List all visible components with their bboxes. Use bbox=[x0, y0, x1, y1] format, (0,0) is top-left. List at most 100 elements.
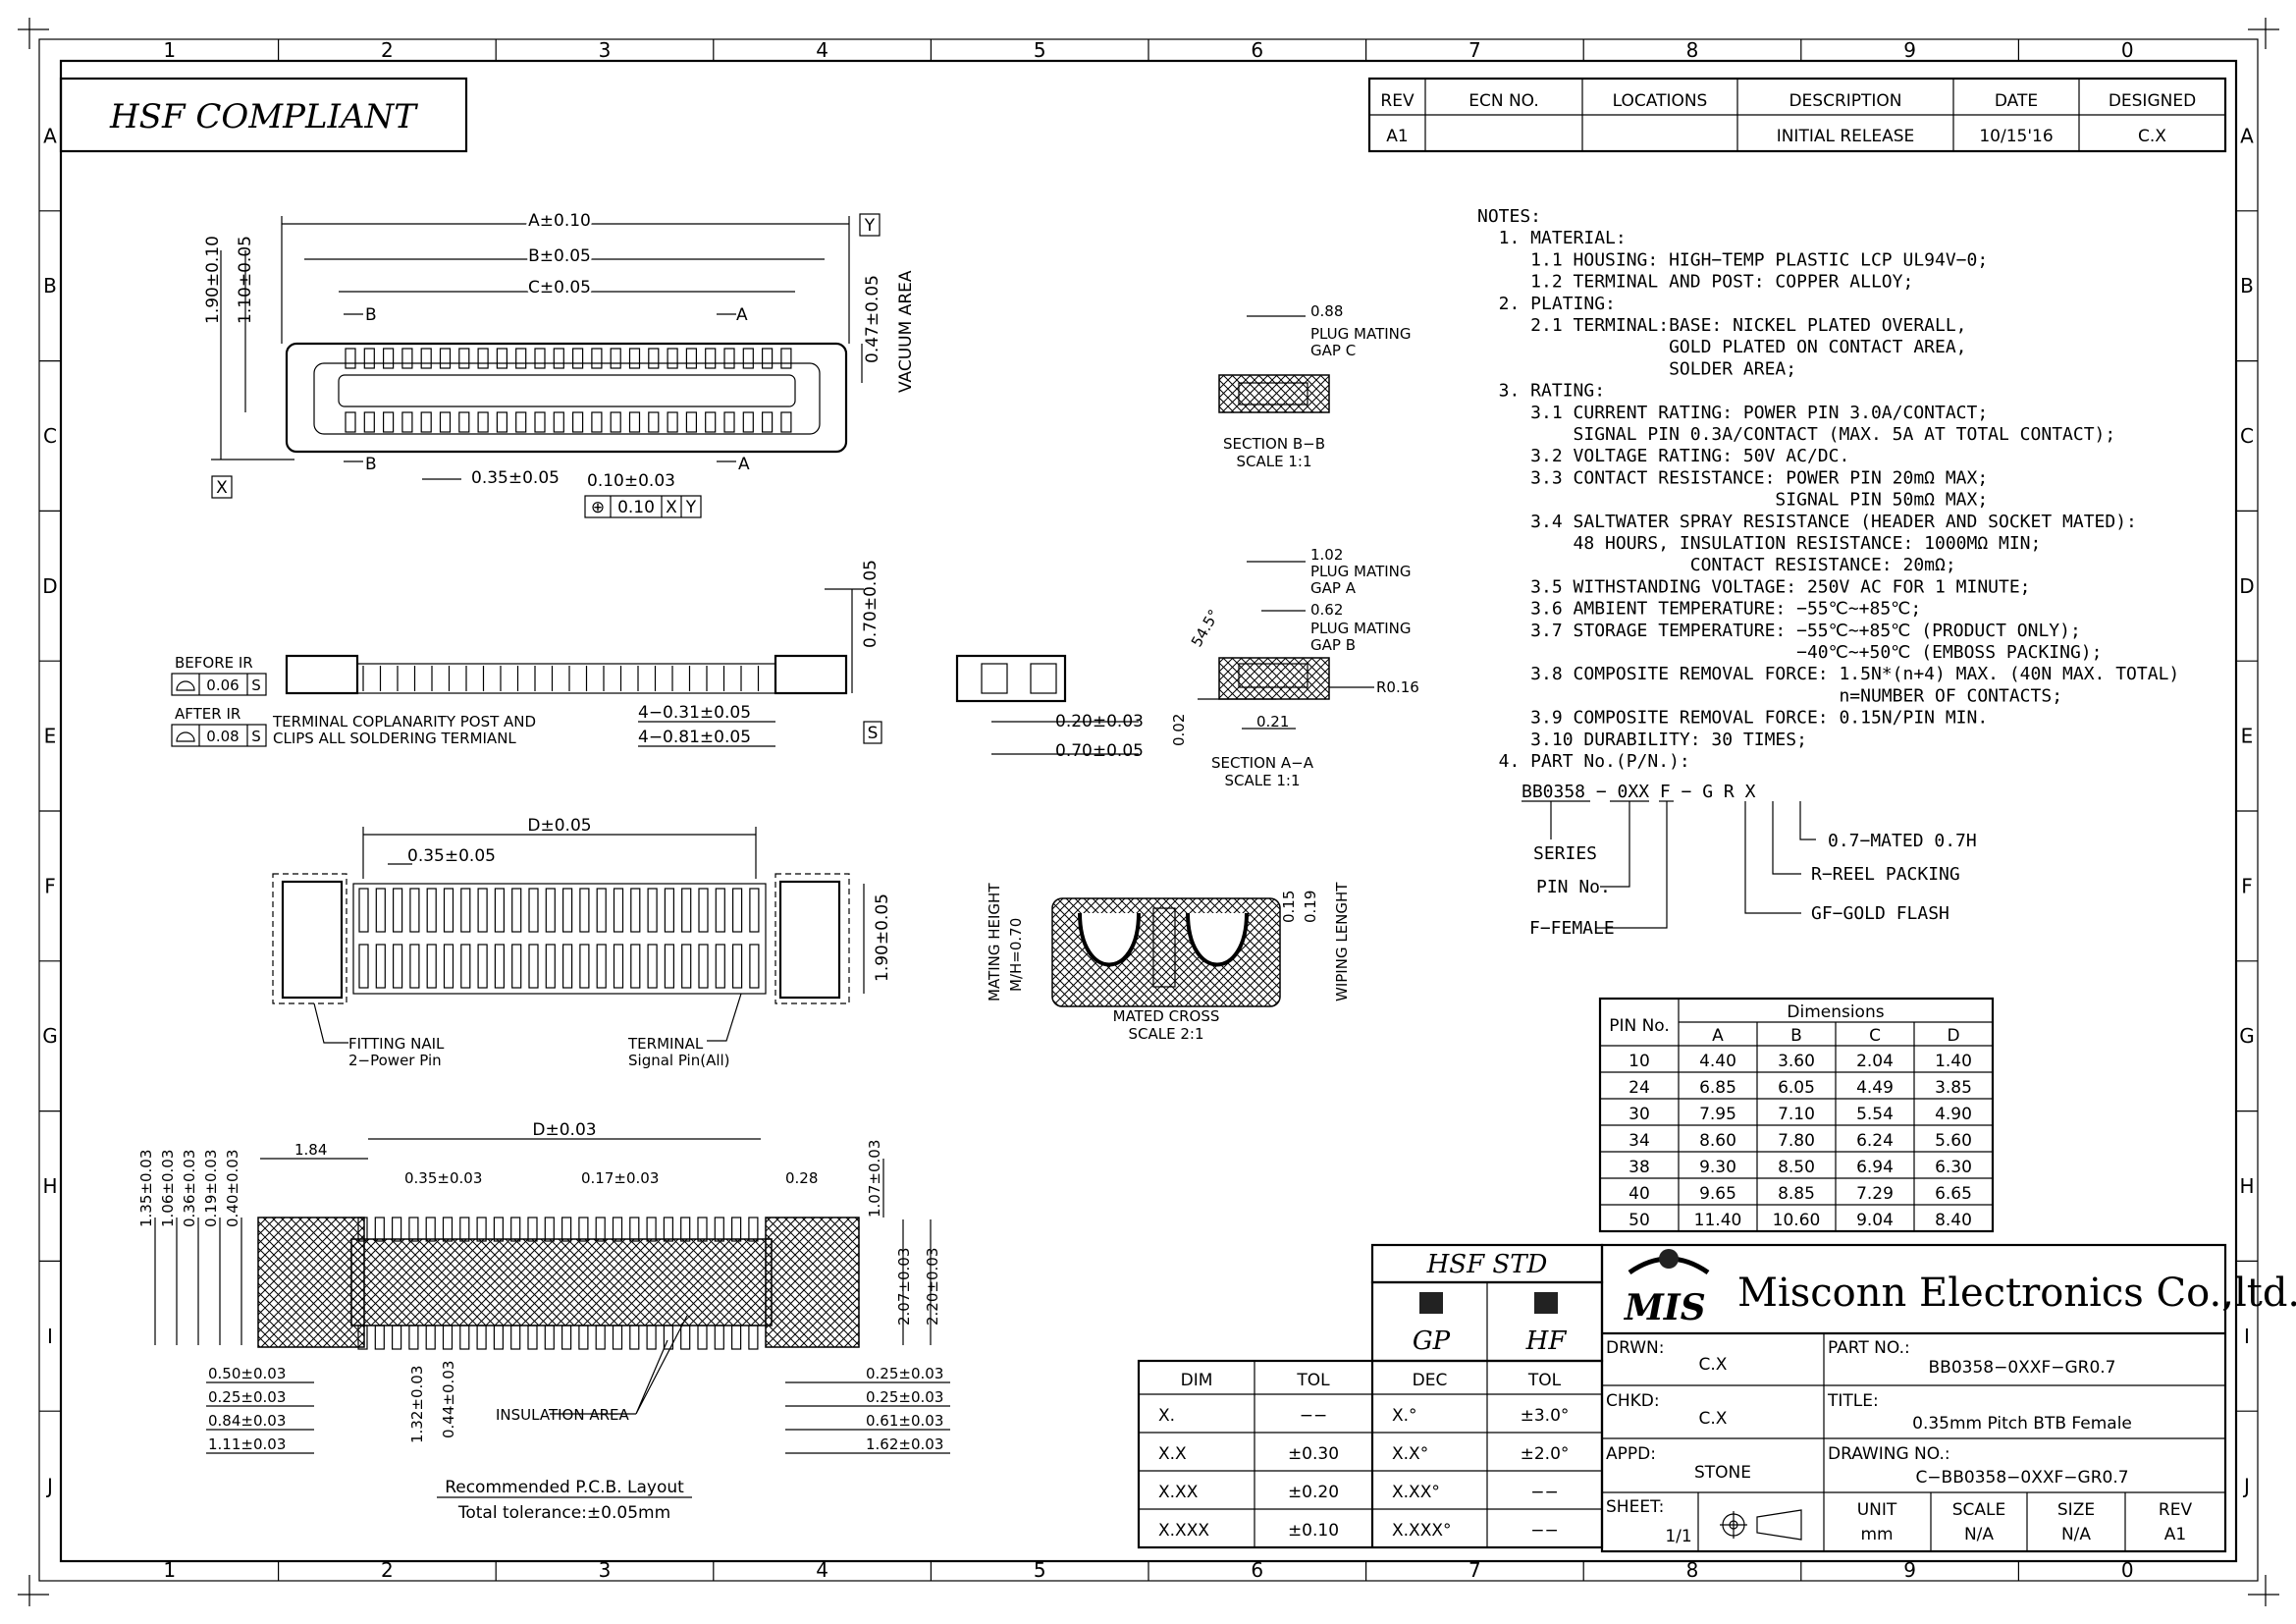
top-pin bbox=[591, 348, 603, 369]
rev-label: REV bbox=[2159, 1500, 2193, 1520]
bottom-pin bbox=[715, 888, 725, 933]
tol-cell: X.XX bbox=[1158, 1483, 1199, 1502]
title-block: MIS Misconn Electronics Co.,ltd. DRWN: C… bbox=[1600, 1243, 2296, 1553]
part-no-value: BB0358−0XXF−GR0.7 bbox=[1929, 1358, 2116, 1378]
note-line: 1.1 HOUSING: HIGH−TEMP PLASTIC LCP UL94V… bbox=[1477, 249, 1988, 270]
zone-col-bottom: 9 bbox=[1903, 1558, 1916, 1582]
top-pin bbox=[515, 411, 527, 433]
rev-row-cell: C.X bbox=[2138, 127, 2166, 146]
tol-cell: −− bbox=[1300, 1406, 1328, 1426]
section-b-marker-bottom: B bbox=[365, 455, 377, 474]
bottom-pin bbox=[596, 944, 607, 989]
pcb-pad bbox=[612, 1217, 623, 1242]
pcb-bottom-left-dim: 0.25±0.03 bbox=[208, 1388, 286, 1406]
note-line: 3.10 DURABILITY: 30 TIMES; bbox=[1477, 730, 1807, 750]
pcb-pad bbox=[578, 1217, 589, 1242]
bottom-pin bbox=[426, 888, 437, 933]
top-pin bbox=[628, 348, 641, 369]
pin-key: PIN No. bbox=[1536, 877, 1611, 897]
dim-4-081: 4−0.81±0.05 bbox=[638, 728, 751, 747]
pcb-pad bbox=[459, 1217, 470, 1242]
datum-s: S bbox=[868, 724, 879, 743]
pcb-left-dim: 0.40±0.03 bbox=[224, 1150, 241, 1227]
pcb-pad bbox=[442, 1217, 454, 1242]
bottom-pin bbox=[596, 888, 607, 933]
note-line: 3.9 COMPOSITE REMOVAL FORCE: 0.15N/PIN M… bbox=[1477, 708, 1988, 729]
fcf-value: 0.10 bbox=[617, 498, 655, 517]
dim-table-col-header: B bbox=[1790, 1026, 1802, 1046]
scale-value: N/A bbox=[1964, 1525, 1994, 1544]
company-logo: MIS bbox=[1623, 1249, 1710, 1328]
note-line: CONTACT RESISTANCE: 20mΩ; bbox=[1477, 555, 1956, 575]
dim-table-cell: 40 bbox=[1629, 1184, 1650, 1204]
top-pin bbox=[685, 348, 698, 369]
section-b-marker-top: B bbox=[365, 305, 377, 325]
dim-table-cell: 6.94 bbox=[1856, 1158, 1894, 1177]
dim-table-cell: 9.30 bbox=[1699, 1158, 1736, 1177]
note-line: SOLDER AREA; bbox=[1477, 358, 1796, 379]
bottom-pin bbox=[681, 944, 692, 989]
top-pin bbox=[496, 411, 507, 433]
pcb-pad bbox=[663, 1325, 674, 1350]
note-line: n=NUMBER OF CONTACTS; bbox=[1477, 685, 2062, 706]
section-aa-note-b1: PLUG MATING bbox=[1310, 620, 1412, 637]
top-pin bbox=[571, 411, 584, 433]
bottom-pin bbox=[545, 944, 556, 989]
top-pin bbox=[496, 348, 507, 369]
pcb-pad bbox=[561, 1325, 572, 1350]
fitting-nail-sub: 2−Power Pin bbox=[348, 1052, 442, 1069]
bottom-pin bbox=[409, 888, 420, 933]
section-bb-note-2: GAP C bbox=[1310, 342, 1356, 359]
bottom-pitch: 0.35±0.05 bbox=[407, 846, 496, 866]
top-pin bbox=[439, 411, 452, 433]
dim-table-cell: 30 bbox=[1629, 1105, 1650, 1124]
zone-row-right: E bbox=[2241, 725, 2254, 748]
section-aa-dim-002: 0.02 bbox=[1170, 714, 1188, 746]
dim-b-label: B±0.05 bbox=[528, 246, 591, 266]
zone-col-bottom: 3 bbox=[599, 1558, 612, 1582]
bottom-pin bbox=[358, 944, 369, 989]
bottom-pin bbox=[443, 888, 454, 933]
bottom-pin bbox=[647, 888, 658, 933]
bottom-dim-d: D±0.05 bbox=[527, 816, 591, 836]
top-pin bbox=[553, 411, 564, 433]
pcb-pad bbox=[392, 1217, 402, 1242]
pcb-dim-044: 0.44±0.03 bbox=[440, 1361, 457, 1438]
tol-cell: X.XXX bbox=[1158, 1521, 1209, 1541]
hsf-std-title: HSF STD bbox=[1426, 1250, 1548, 1279]
pcb-pad bbox=[697, 1325, 708, 1350]
zone-col-top: 0 bbox=[2121, 38, 2134, 62]
pcb-pad bbox=[544, 1325, 555, 1350]
note-line: 3.4 SALTWATER SPRAY RESISTANCE (HEADER A… bbox=[1477, 512, 2137, 532]
part-no-label: PART NO.: bbox=[1828, 1338, 1910, 1358]
projection-symbol bbox=[1720, 1509, 1802, 1541]
vacuum-area-label: VACUUM AREA bbox=[896, 270, 916, 393]
pcb-pad bbox=[510, 1217, 521, 1242]
mated-dim-015: 0.15 bbox=[1280, 891, 1298, 923]
zone-col-bottom: 1 bbox=[163, 1558, 176, 1582]
section-aa-dim-102: 1.02 bbox=[1310, 546, 1343, 564]
rev-header-cell: DATE bbox=[1995, 91, 2038, 111]
bottom-pin bbox=[494, 944, 505, 989]
before-ir-value: 0.06 bbox=[206, 677, 239, 694]
top-pin bbox=[742, 348, 754, 369]
zone-row-left: A bbox=[43, 124, 57, 147]
dim-table-cell: 50 bbox=[1629, 1211, 1650, 1230]
dim-table-cell: 4.49 bbox=[1856, 1078, 1894, 1098]
top-pin bbox=[705, 348, 717, 369]
fcf-datum-y: Y bbox=[685, 498, 697, 517]
bottom-pin bbox=[375, 944, 386, 989]
appd-value: STONE bbox=[1694, 1463, 1751, 1483]
pcb-bottom-left-dim: 1.11±0.03 bbox=[208, 1435, 286, 1453]
bottom-pin bbox=[561, 888, 573, 933]
dim-table-cell: 10.60 bbox=[1773, 1211, 1821, 1230]
bottom-pin bbox=[698, 944, 709, 989]
top-pin bbox=[610, 348, 621, 369]
dim-110-label: 1.10±0.05 bbox=[236, 236, 255, 324]
fcf-datum-x: X bbox=[666, 498, 677, 517]
bottom-pin bbox=[613, 944, 624, 989]
pcb-pad bbox=[510, 1325, 521, 1350]
mated-dim-019: 0.19 bbox=[1302, 891, 1319, 923]
